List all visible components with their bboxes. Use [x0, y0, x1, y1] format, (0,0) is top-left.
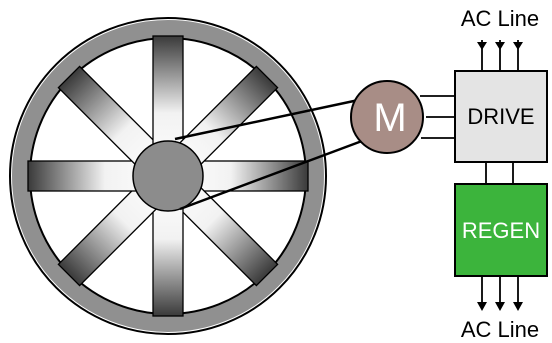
ac-line-top: AC Line [461, 6, 539, 71]
ac-line-bottom-label: AC Line [461, 317, 539, 342]
ac-line-bottom: AC Line [461, 276, 539, 342]
drive-regen-link [486, 162, 513, 184]
arrowhead-icon [495, 42, 505, 50]
fan-hub [133, 141, 203, 211]
drive-label: DRIVE [467, 104, 534, 129]
regen-label: REGEN [462, 218, 540, 243]
regen-box: REGEN [455, 184, 547, 276]
drive-box: DRIVE [455, 71, 547, 162]
motor-drive-wires [420, 96, 455, 138]
motor-label: M [373, 96, 406, 140]
fan-wheel [10, 18, 326, 334]
arrowhead-icon [477, 42, 487, 50]
arrowhead-icon [513, 42, 523, 50]
arrowhead-icon [477, 302, 487, 311]
arrowhead-icon [495, 302, 505, 311]
ac-line-top-label: AC Line [461, 6, 539, 31]
motor: M [351, 81, 423, 153]
arrowhead-icon [513, 302, 523, 311]
